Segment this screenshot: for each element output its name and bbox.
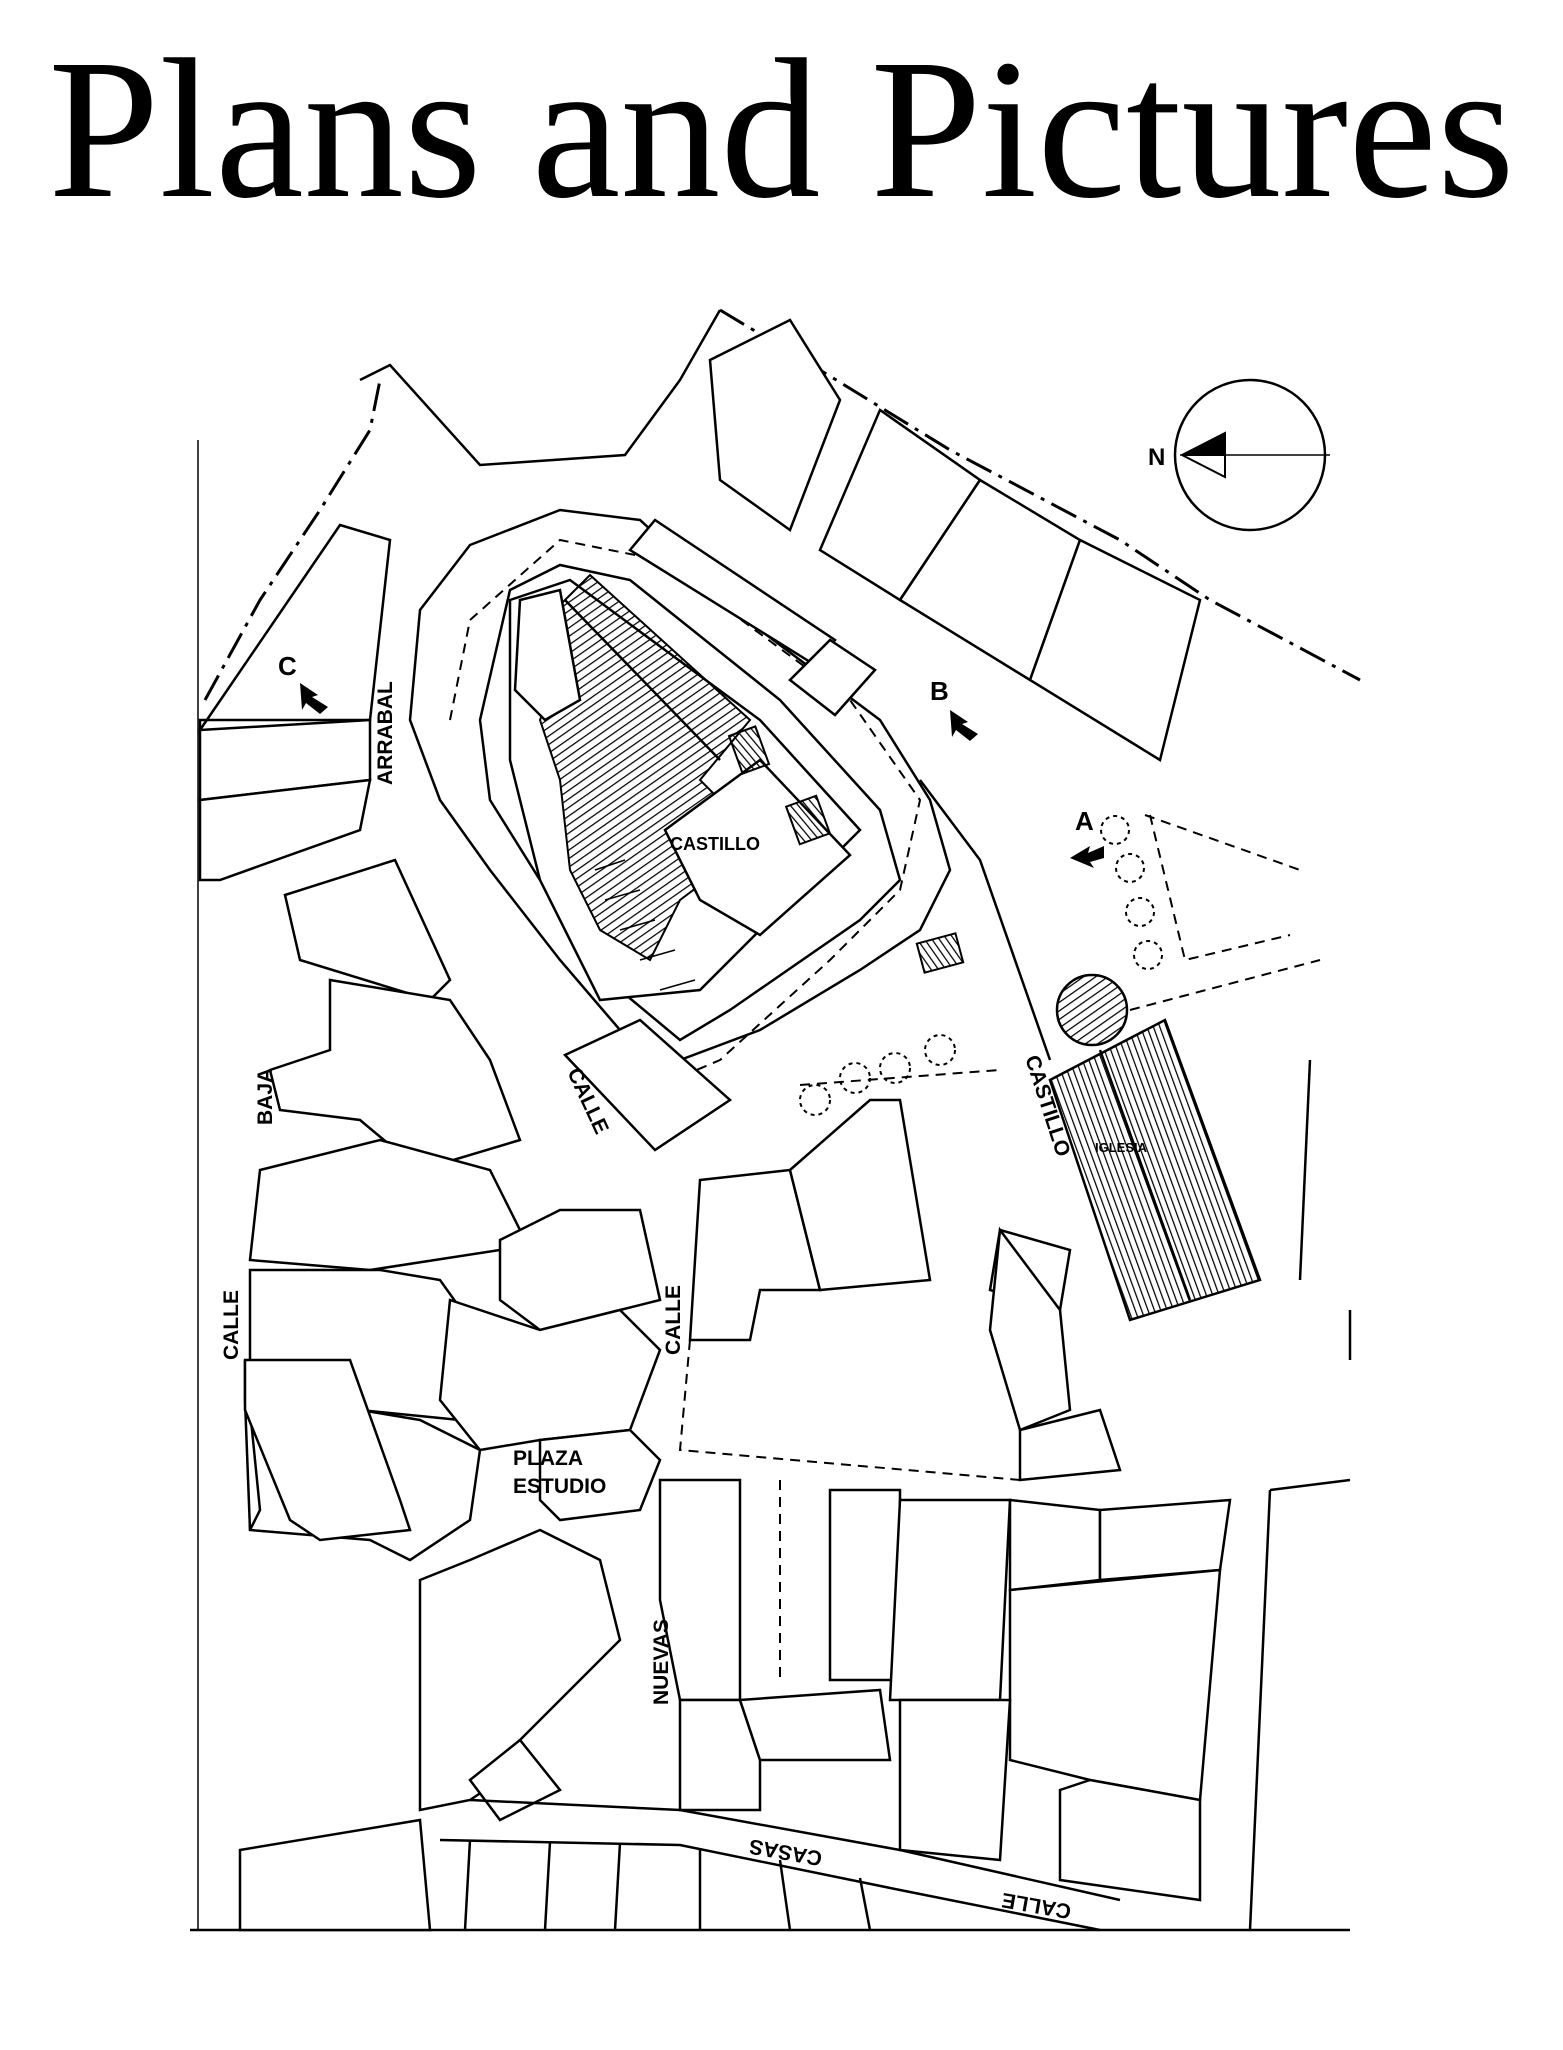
castle-outbuilding-ne	[788, 638, 877, 717]
church-precinct-line	[1129, 959, 1321, 1011]
block-plaza-west	[243, 1358, 412, 1542]
calle-castillo-curb	[919, 779, 1052, 1061]
castle-stair-3	[915, 932, 965, 974]
north-label: N	[1148, 444, 1165, 471]
viewpoint-b: B	[930, 676, 978, 741]
block-central-5	[1018, 1408, 1122, 1482]
block-west-2	[268, 978, 522, 1172]
block-south-1	[418, 1528, 622, 1812]
calle-casas-north-edge	[469, 1798, 1121, 1902]
castle-gatehouse	[562, 1018, 733, 1152]
trees-group-a	[1100, 815, 1163, 970]
block-center-3	[538, 1428, 662, 1522]
block-south-6	[828, 1488, 902, 1682]
block-south-8	[1008, 1498, 1102, 1592]
church-ridge	[1098, 1049, 1192, 1301]
castle-label: CASTILLO	[670, 834, 760, 854]
building-top-4	[1028, 538, 1202, 762]
street-plaza: PLAZA	[513, 1447, 583, 1470]
church-apse	[1055, 973, 1129, 1047]
castle-steps	[594, 859, 696, 991]
church-precinct-east	[1298, 1059, 1312, 1281]
street-estudio: ESTUDIO	[513, 1475, 606, 1498]
viewpoint-b-label: B	[930, 676, 949, 706]
street-arrabal: ARRABAL	[374, 681, 397, 785]
viewpoint-a-arrow-icon	[1070, 846, 1104, 868]
castle-moat-line	[449, 538, 922, 1091]
block-south-10	[1008, 1568, 1222, 1802]
street-nuevas: NUEVAS	[650, 1619, 673, 1705]
block-south-4	[678, 1698, 762, 1812]
viewpoint-b-arrow-icon	[950, 710, 978, 741]
block-central-2	[788, 1098, 932, 1292]
building-top-1	[708, 318, 842, 532]
castle-stair-1	[727, 725, 771, 775]
block-south-11	[1058, 1778, 1202, 1902]
block-bottom-left	[238, 1818, 432, 1932]
block-central-4	[988, 1226, 1072, 1432]
street-calle-baja-1: CALLE	[220, 1290, 243, 1360]
calle-casas-south-edge	[439, 1838, 1101, 1932]
block-arrabal-west-3	[198, 778, 372, 882]
church-roof-hatch	[1048, 1018, 1262, 1322]
block-south-7	[888, 1498, 1012, 1702]
east-edge-line	[1248, 1478, 1351, 1931]
bottom-dividers	[463, 1839, 872, 1931]
block-west-3	[248, 1138, 522, 1272]
block-arrabal-west	[198, 523, 392, 735]
castle-small-wing	[513, 588, 582, 722]
castle-outbuilding-north	[628, 518, 837, 667]
street-casas: CASAS	[747, 1834, 823, 1869]
garden-plot-a	[1144, 814, 1301, 962]
castle-roof-ridge	[564, 599, 721, 761]
viewpoint-a: A	[1070, 806, 1104, 868]
trees-group-castillo	[799, 1034, 956, 1116]
viewpoint-c-label: C	[278, 651, 297, 681]
viewpoint-a-label: A	[1075, 806, 1094, 836]
block-south-5	[738, 1688, 892, 1762]
north-compass: N	[1148, 378, 1330, 532]
street-calle-center: CALLE	[662, 1285, 685, 1355]
castle-stair-2	[784, 794, 832, 846]
street-calle-baja-2: BAJA	[254, 1068, 277, 1125]
street-block-top	[359, 309, 722, 467]
viewpoint-c: C	[278, 651, 328, 714]
block-center-1	[498, 1208, 662, 1332]
block-west-1	[283, 858, 452, 1002]
church-label: IGLESIA	[1095, 1140, 1148, 1155]
block-central-dashed	[678, 1339, 1021, 1481]
page-title: Plans and Pictures	[48, 19, 1515, 240]
block-south-12	[898, 1698, 1012, 1862]
viewpoint-c-arrow-icon	[300, 683, 328, 714]
block-south-9	[1098, 1498, 1232, 1582]
street-calle-casas: CALLE	[1000, 1888, 1073, 1923]
